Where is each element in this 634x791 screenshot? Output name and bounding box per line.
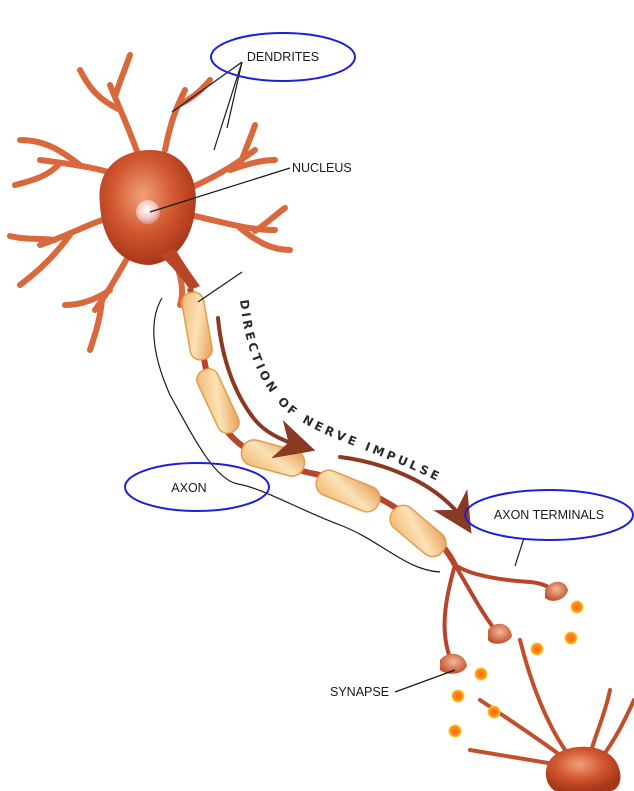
synaptic-bulbs bbox=[440, 581, 568, 674]
label-synapse: SYNAPSE bbox=[330, 685, 389, 699]
label-axon-terminals: AXON TERMINALS bbox=[494, 508, 604, 522]
impulse-arrows bbox=[216, 316, 472, 534]
myelin-sheath bbox=[181, 291, 447, 558]
label-axon: AXON bbox=[171, 481, 206, 495]
label-dendrites: DENDRITES bbox=[247, 50, 319, 64]
nucleus bbox=[136, 200, 160, 224]
next-neuron bbox=[468, 638, 634, 791]
label-nucleus: NUCLEUS bbox=[292, 161, 352, 175]
axon bbox=[181, 287, 458, 567]
cell-body bbox=[99, 150, 200, 290]
leader-lines bbox=[149, 61, 525, 693]
neurotransmitters bbox=[448, 600, 584, 738]
label-ellipses bbox=[124, 32, 634, 541]
